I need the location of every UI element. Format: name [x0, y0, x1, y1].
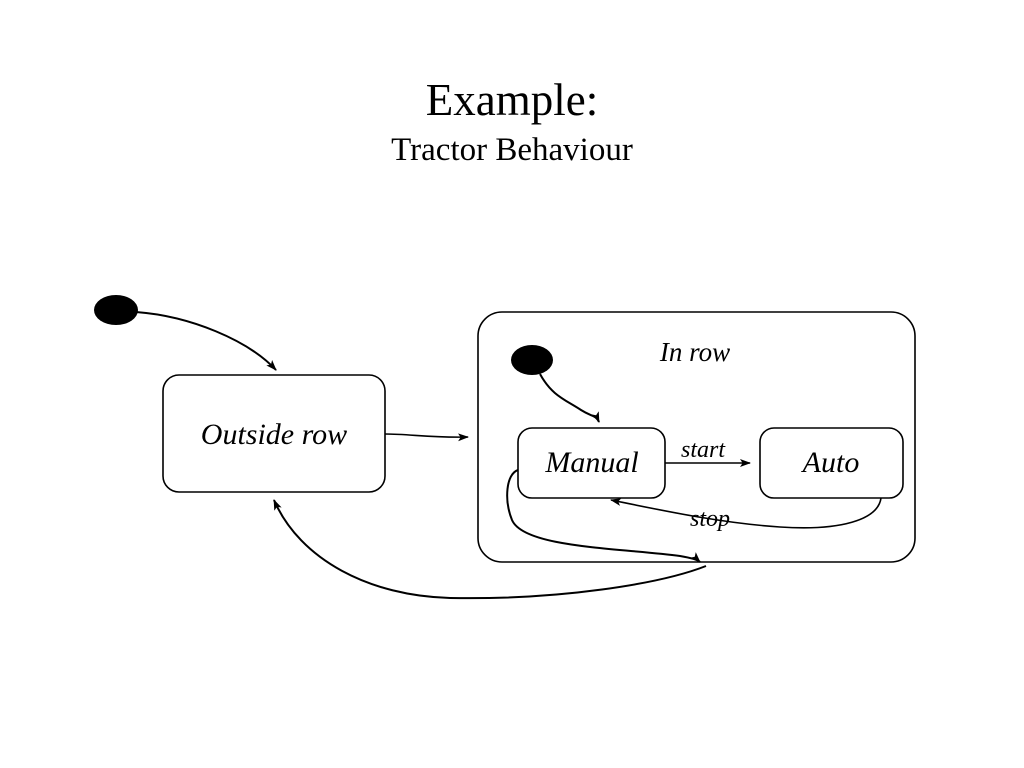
transition-in-row-to-outside-row[interactable] [273, 499, 707, 600]
title-block: Example: Tractor Behaviour [0, 74, 1024, 170]
transition-initial-to-manual[interactable] [539, 373, 600, 423]
initial-state-node-in-row[interactable] [511, 345, 553, 375]
transition-label-start: start [681, 437, 726, 463]
composite-state-in-row-label: In row [659, 337, 730, 367]
state-auto-label: Auto [801, 446, 860, 479]
transition-label-stop: stop [690, 506, 730, 532]
transition-manual-exit-composite[interactable] [506, 469, 701, 563]
page-subtitle: Tractor Behaviour [391, 132, 633, 168]
initial-state-node-top[interactable] [94, 295, 138, 325]
state-manual-label: Manual [544, 446, 638, 479]
transition-initial-to-outside-row[interactable] [135, 311, 277, 371]
page-title: Example: [425, 75, 599, 125]
state-auto[interactable] [759, 427, 904, 499]
state-outside-row-label: Outside row [201, 418, 347, 451]
transition-auto-to-manual[interactable] [610, 497, 882, 529]
transition-outside-row-to-in-row[interactable] [384, 433, 469, 442]
